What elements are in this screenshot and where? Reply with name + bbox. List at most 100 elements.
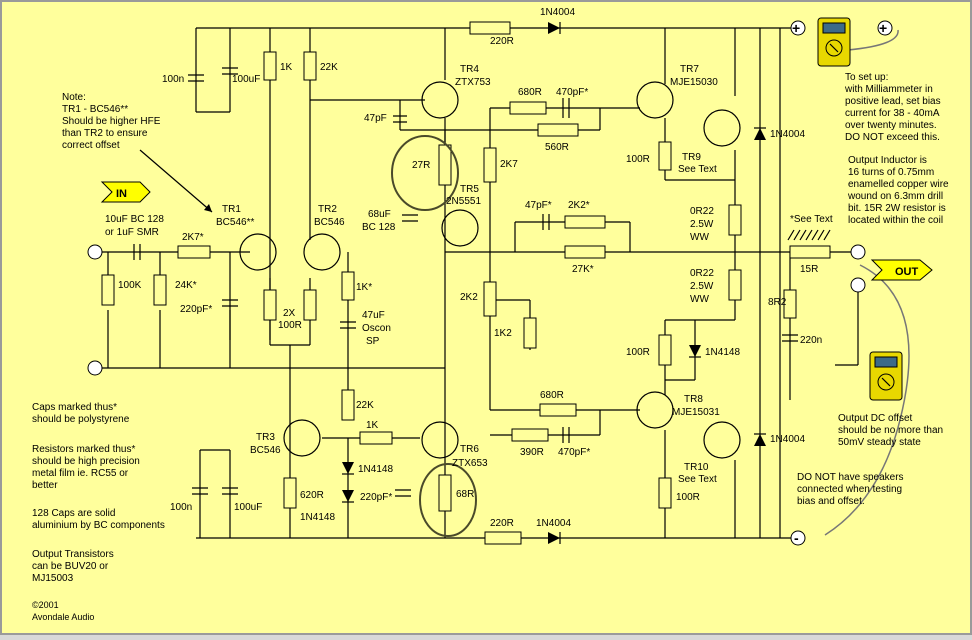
label-tr4-b: ZTX753 — [455, 77, 491, 88]
label-tr9-b: See Text — [678, 164, 717, 175]
out-note-line: Output Transistors — [32, 549, 114, 560]
label-1k-star: 1K* — [356, 282, 372, 293]
speaker-note-line: bias and offset. — [797, 496, 865, 507]
label-620r: 620R — [300, 490, 324, 501]
caps-note-line: should be polystyrene — [32, 414, 130, 425]
label-24k: 24K* — [175, 280, 197, 291]
label-1k2: 1K2 — [494, 328, 512, 339]
setup-note-line: current for 38 - 40mA — [845, 108, 940, 119]
tr-note-line: correct offset — [62, 140, 120, 151]
res-note-line: Resistors marked thus* — [32, 444, 135, 455]
label-1n4004-bot: 1N4004 — [536, 518, 571, 529]
label-220pf-in: 220pF* — [180, 304, 212, 315]
label-390r: 390R — [520, 447, 544, 458]
copyright-line: ©2001 — [32, 600, 59, 610]
label-2x: 2X — [283, 308, 296, 319]
note-circle-68r — [419, 463, 477, 537]
inductor-note-line: enamelled copper wire — [848, 179, 949, 190]
label-0r22-top-c: WW — [690, 232, 709, 243]
label-68r: 68R — [456, 489, 474, 500]
caps-note-line: Caps marked thus* — [32, 402, 117, 413]
label-0r22-top-b: 2.5W — [690, 219, 714, 230]
copyright-line: Avondale Audio — [32, 612, 94, 622]
in-arrow — [100, 181, 151, 203]
tr-note-line: TR1 - BC546** — [62, 104, 128, 115]
label-tr10-a: TR10 — [684, 462, 709, 473]
out-arrow — [870, 259, 933, 281]
setup-note-line: over twenty minutes. — [845, 120, 937, 131]
label-tr10-b: See Text — [678, 474, 717, 485]
label-1n4004-rt: 1N4004 — [770, 129, 805, 140]
label-tr4-a: TR4 — [460, 64, 479, 75]
label-47uf-b: Oscon — [362, 323, 391, 334]
minus-terminal — [790, 530, 806, 546]
label-tr8-b: MJE15031 — [672, 407, 720, 418]
setup-note-line: DO NOT exceed this. — [845, 132, 940, 143]
label-tr7-b: MJE15030 — [670, 77, 718, 88]
label-47uf-a: 47uF — [362, 310, 385, 321]
label-100uf-top: 100uF — [232, 74, 260, 85]
label-see-text: *See Text — [790, 214, 833, 225]
label-1n4148-a: 1N4148 — [358, 464, 393, 475]
label-tr2-a: TR2 — [318, 204, 337, 215]
label-47pf-tr4: 47pF — [364, 113, 387, 124]
label-100r-tr10: 100R — [676, 492, 700, 503]
minus-label: - — [794, 530, 799, 546]
in-label: IN — [116, 188, 127, 200]
res-note-line: should be high precision — [32, 456, 140, 467]
label-0r22-bot-b: 2.5W — [690, 281, 714, 292]
label-tr6-b: ZTX653 — [452, 458, 488, 469]
label-tr3-a: TR3 — [256, 432, 275, 443]
label-1n4004-top: 1N4004 — [540, 7, 575, 18]
label-560r: 560R — [545, 142, 569, 153]
tr-note-line: Note: — [62, 92, 86, 103]
speaker-note-line: connected when testing — [797, 484, 902, 495]
note-circle-27r — [391, 135, 459, 211]
label-1n4004-rb: 1N4004 — [770, 434, 805, 445]
out-label: OUT — [895, 266, 919, 278]
label-47pf-fb: 47pF* — [525, 200, 552, 211]
note-resistors: Resistors marked thus*should be high pre… — [32, 444, 140, 491]
offset-note-line: should be no more than — [838, 425, 943, 436]
tr-note-line: than TR2 to ensure — [62, 128, 148, 139]
label-100uf-bot: 100uF — [234, 502, 262, 513]
label-100r-d: 100R — [626, 347, 650, 358]
label-tr7-a: TR7 — [680, 64, 699, 75]
inductor-note-line: 16 turns of 0.75mm — [848, 167, 934, 178]
out-note-line: MJ15003 — [32, 573, 74, 584]
label-15r: 15R — [800, 264, 818, 275]
label-470pf-bot: 470pF* — [558, 447, 590, 458]
label-100n-top: 100n — [162, 74, 184, 85]
out-note-line: can be BUV20 or — [32, 561, 109, 572]
inductor-note-line: Output Inductor is — [848, 155, 927, 166]
plus-terminal-2 — [877, 20, 893, 36]
plus-terminal — [790, 20, 806, 36]
inductor-note-line: located within the coil — [848, 215, 943, 226]
setup-note-line: positive lead, set bias — [845, 96, 941, 107]
label-2k2: 2K2* — [568, 200, 590, 211]
label-220r-top: 220R — [490, 36, 514, 47]
label-tr2-b: BC546 — [314, 217, 345, 228]
plus-label-2: + — [879, 20, 887, 36]
inductor-note-line: wound on 6.3mm drill — [847, 191, 943, 202]
label-1n4148-b: 1N4148 — [300, 512, 335, 523]
label-cin-a: 10uF BC 128 — [105, 214, 164, 225]
res-note-line: better — [32, 480, 58, 491]
res-note-line: metal film ie. RC55 or — [32, 468, 129, 479]
label-tr1-b: BC546** — [216, 217, 254, 228]
label-tr1-a: TR1 — [222, 204, 241, 215]
label-1n4148-r: 1N4148 — [705, 347, 740, 358]
label-22k-top: 22K — [320, 62, 338, 73]
label-8r2: 8R2 — [768, 297, 787, 308]
label-1k-top: 1K — [280, 62, 293, 73]
